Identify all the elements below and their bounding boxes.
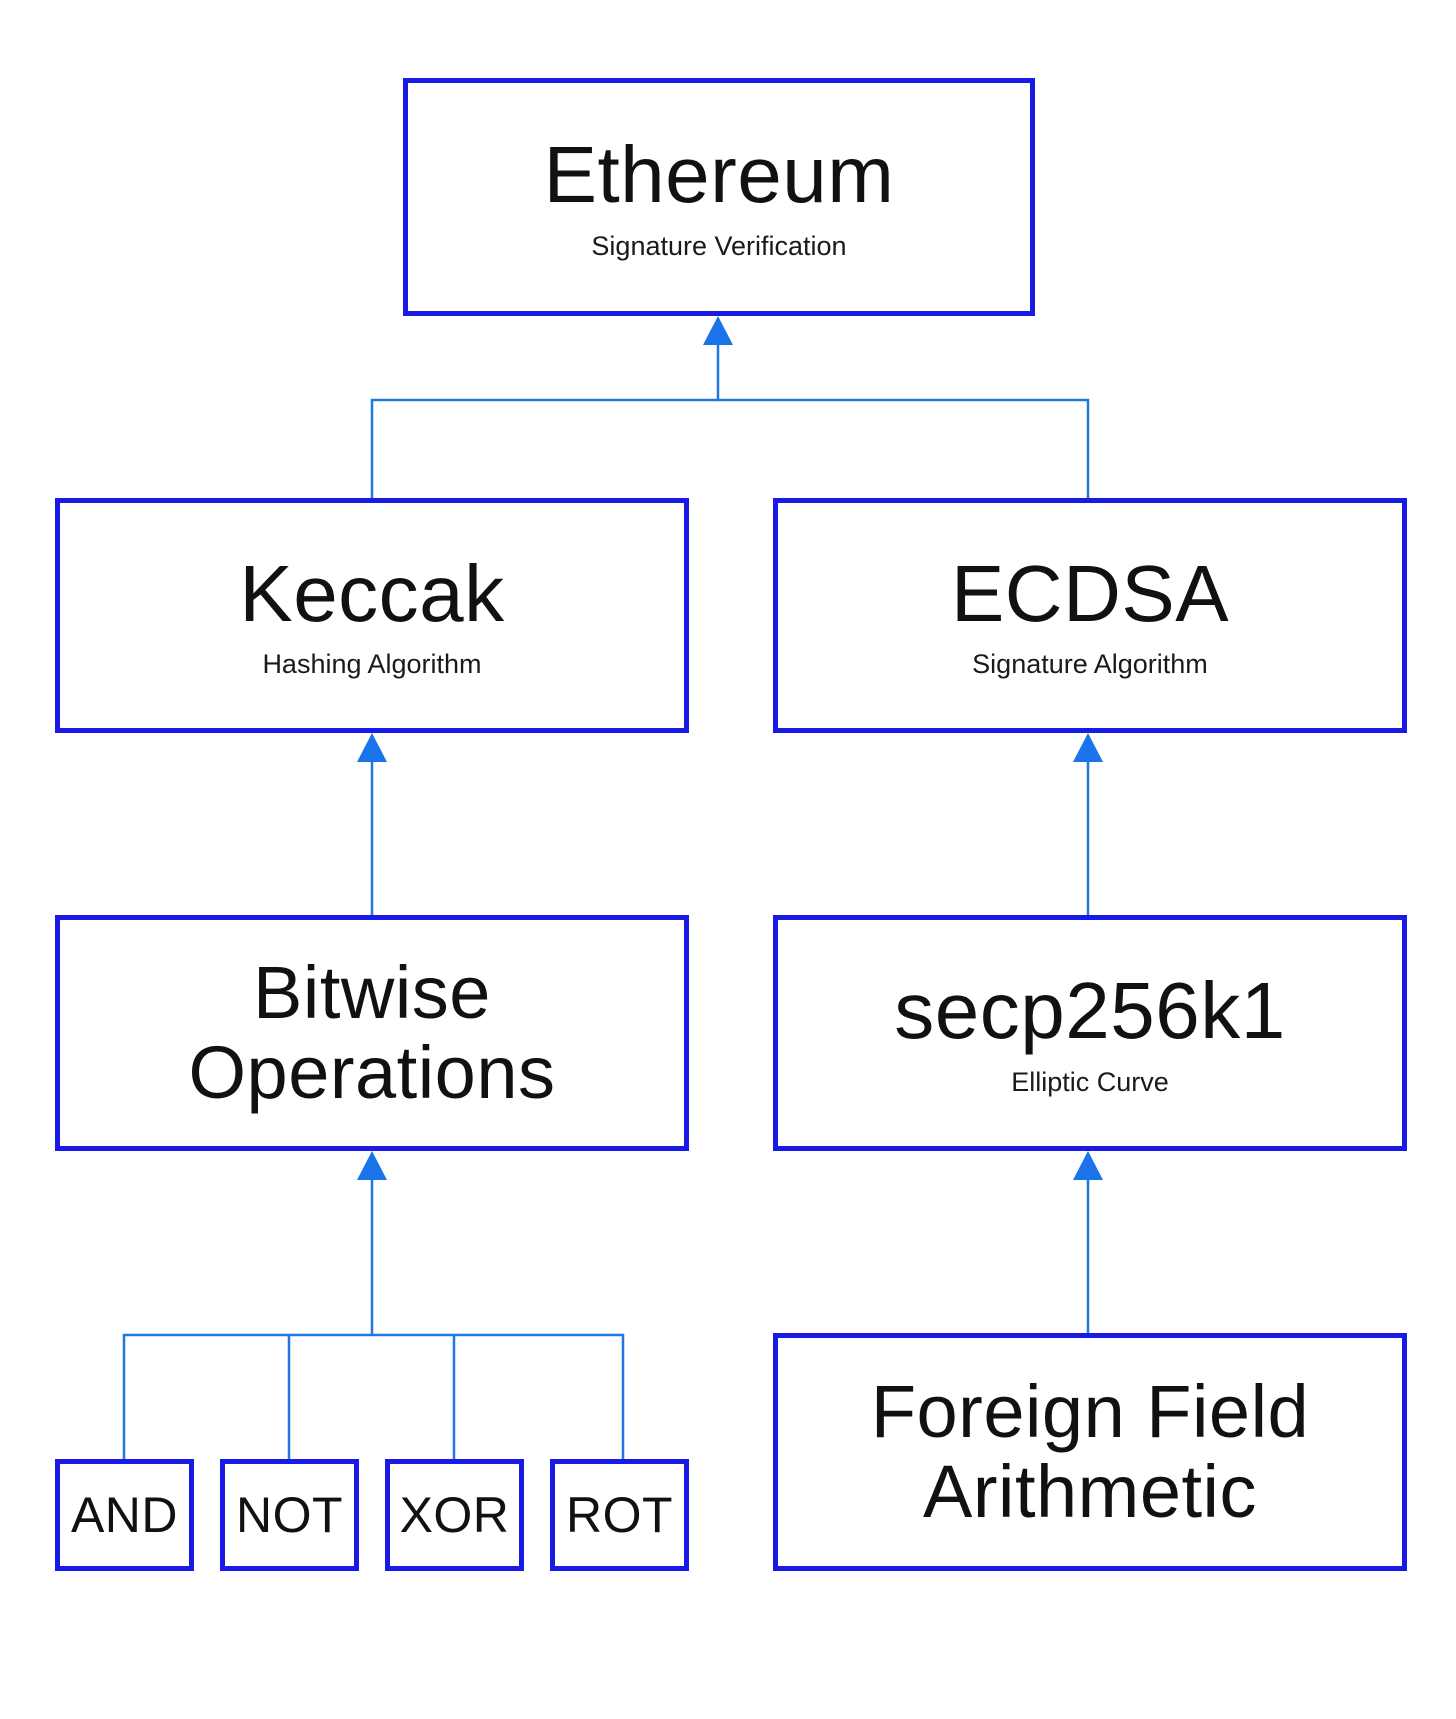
secp-title: secp256k1 xyxy=(894,966,1286,1056)
rot-node: ROT xyxy=(550,1459,689,1571)
arrowhead-keccak xyxy=(357,733,387,762)
ecdsa-subtitle: Signature Algorithm xyxy=(972,649,1208,680)
not-node: NOT xyxy=(220,1459,359,1571)
secp-node: secp256k1 Elliptic Curve xyxy=(773,915,1407,1151)
connector-ecdsa-ethereum xyxy=(718,398,1090,498)
rot-title: ROT xyxy=(565,1487,674,1543)
ecdsa-node: ECDSA Signature Algorithm xyxy=(773,498,1407,733)
ethereum-subtitle: Signature Verification xyxy=(591,230,847,261)
ecdsa-title: ECDSA xyxy=(950,548,1230,638)
bitwise-title-line2: Operations xyxy=(188,1031,556,1114)
bitwise-title-line1: Bitwise xyxy=(253,951,491,1035)
and-node: AND xyxy=(55,1459,194,1571)
ethereum-title: Ethereum xyxy=(543,130,895,220)
not-title: NOT xyxy=(235,1487,344,1543)
arrowhead-ethereum xyxy=(703,316,733,345)
ffa-title-line2: Arithmetic xyxy=(923,1450,1257,1533)
ffa-node: Foreign Field Arithmetic xyxy=(773,1333,1407,1571)
and-title: AND xyxy=(70,1487,179,1543)
secp-subtitle: Elliptic Curve xyxy=(1011,1066,1169,1097)
arrowhead-bitwise xyxy=(357,1151,387,1180)
arrowhead-secp xyxy=(1073,1151,1103,1180)
bitwise-node: Bitwise Operations xyxy=(55,915,689,1151)
keccak-title: Keccak xyxy=(239,548,505,638)
ethereum-node: Ethereum Signature Verification xyxy=(403,78,1035,316)
xor-title: XOR xyxy=(399,1487,510,1543)
keccak-subtitle: Hashing Algorithm xyxy=(262,649,482,680)
connector-keccak-ethereum xyxy=(370,345,720,498)
ffa-title-line1: Foreign Field xyxy=(870,1370,1310,1454)
arrowhead-ecdsa xyxy=(1073,733,1103,762)
keccak-node: Keccak Hashing Algorithm xyxy=(55,498,689,733)
connector-ops-bitwise xyxy=(122,1180,625,1459)
xor-node: XOR xyxy=(385,1459,524,1571)
